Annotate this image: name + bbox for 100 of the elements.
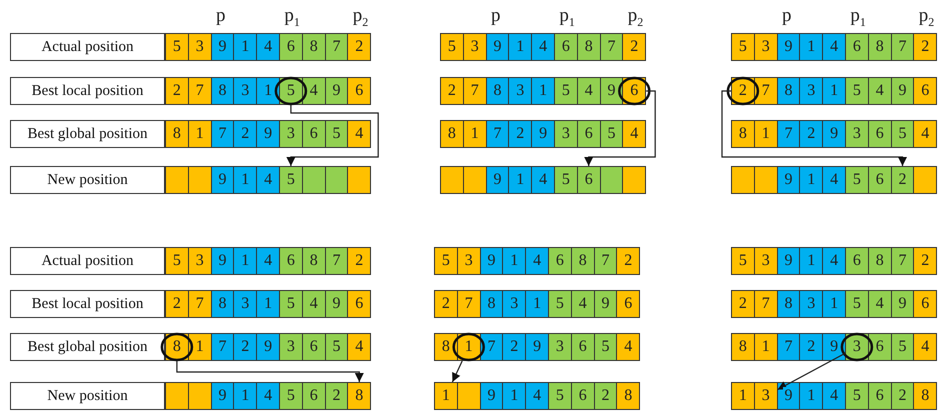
gene-cell: 1 xyxy=(822,77,846,105)
empty-gene-cell xyxy=(188,382,212,410)
row-label: Best global position xyxy=(10,333,165,361)
arrow xyxy=(777,352,846,390)
gene-cell: 5 xyxy=(594,333,618,361)
gene-cell: 7 xyxy=(210,120,234,148)
gene-cell: 8 xyxy=(440,120,464,148)
gene-cell: 2 xyxy=(890,382,914,410)
gene-cell: 8 xyxy=(210,290,234,318)
gene-cell: 8 xyxy=(731,120,755,148)
gene-cell: 6 xyxy=(868,166,892,194)
gene-cell: 2 xyxy=(165,290,189,318)
row-label: Best global position xyxy=(10,120,165,148)
gene-cell: 2 xyxy=(890,166,914,194)
gene-cell: 1 xyxy=(799,382,824,410)
gene-cell: 1 xyxy=(188,120,212,148)
arrow xyxy=(286,105,379,166)
row-label: New position xyxy=(10,166,165,194)
gene-cell: 4 xyxy=(256,166,280,194)
gene-cell: 1 xyxy=(233,166,258,194)
gene-cell: 4 xyxy=(531,33,555,61)
gene-cell: 6 xyxy=(347,290,372,318)
gene-cell: 4 xyxy=(302,290,326,318)
gene-cell: 6 xyxy=(913,77,938,105)
gene-cell: 1 xyxy=(754,333,778,361)
gene-cell: 2 xyxy=(502,333,526,361)
gene-cell: 1 xyxy=(731,382,755,410)
gene-cell: 9 xyxy=(256,333,280,361)
gene-cell: 2 xyxy=(913,247,938,275)
gene-cell: 5 xyxy=(548,290,572,318)
gene-cell: 2 xyxy=(508,120,532,148)
empty-gene-cell xyxy=(456,382,481,410)
empty-gene-cell xyxy=(440,166,464,194)
gene-cell: 8 xyxy=(480,290,504,318)
gene-cell: 5 xyxy=(845,77,869,105)
gene-cell: 6 xyxy=(913,290,938,318)
gene-cell: 3 xyxy=(799,77,824,105)
gene-cell: 7 xyxy=(754,290,778,318)
gene-cell: 3 xyxy=(456,247,481,275)
row-label: New position xyxy=(10,382,165,410)
gene-cell: 3 xyxy=(845,120,869,148)
gene-cell: 9 xyxy=(324,77,348,105)
gene-cell: 2 xyxy=(622,33,646,61)
gene-cell: 6 xyxy=(576,166,601,194)
empty-gene-cell xyxy=(165,382,189,410)
gene-cell: 9 xyxy=(822,120,846,148)
gene-cell: 6 xyxy=(548,247,572,275)
gene-cell: 9 xyxy=(890,290,914,318)
gene-cell: 6 xyxy=(845,247,869,275)
gene-cell: 1 xyxy=(531,77,555,105)
gene-cell: 8 xyxy=(210,77,234,105)
gene-cell: 3 xyxy=(279,333,303,361)
gene-cell: 7 xyxy=(210,333,234,361)
arrow xyxy=(584,90,656,166)
gene-cell: 1 xyxy=(799,166,824,194)
gene-cell: 3 xyxy=(754,33,778,61)
gene-cell: 8 xyxy=(776,77,800,105)
gene-cell: 2 xyxy=(233,333,258,361)
gene-cell: 7 xyxy=(486,120,510,148)
gene-cell: 9 xyxy=(480,247,504,275)
gene-cell: 7 xyxy=(890,33,914,61)
gene-cell: 2 xyxy=(616,247,640,275)
gene-cell: 3 xyxy=(754,382,778,410)
gene-cell: 8 xyxy=(576,33,601,61)
gene-cell: 1 xyxy=(233,247,258,275)
gene-cell: 3 xyxy=(462,33,487,61)
gene-cell: 4 xyxy=(525,382,549,410)
gene-cell: 5 xyxy=(890,120,914,148)
gene-cell: 1 xyxy=(462,120,487,148)
position-marker-label: p xyxy=(782,6,792,25)
gene-cell: 2 xyxy=(913,33,938,61)
gene-cell: 7 xyxy=(594,247,618,275)
gene-cell: 3 xyxy=(508,77,532,105)
gene-cell: 7 xyxy=(324,33,348,61)
gene-cell: 5 xyxy=(324,120,348,148)
gene-cell: 4 xyxy=(822,166,846,194)
gene-cell: 9 xyxy=(776,247,800,275)
gene-cell: 5 xyxy=(600,120,624,148)
gene-cell: 4 xyxy=(822,247,846,275)
gene-cell: 5 xyxy=(165,33,189,61)
empty-gene-cell xyxy=(754,166,778,194)
gene-cell: 4 xyxy=(913,120,938,148)
gene-cell: 5 xyxy=(731,247,755,275)
gene-cell: 8 xyxy=(868,33,892,61)
gene-cell: 7 xyxy=(188,290,212,318)
gene-cell: 2 xyxy=(731,290,755,318)
row-label: Actual position xyxy=(10,33,165,61)
gene-cell: 4 xyxy=(347,333,372,361)
arrow xyxy=(721,90,907,166)
gene-cell: 3 xyxy=(799,290,824,318)
gene-cell: 7 xyxy=(890,247,914,275)
gene-cell: 5 xyxy=(845,382,869,410)
gene-cell: 3 xyxy=(279,120,303,148)
empty-gene-cell xyxy=(462,166,487,194)
gene-cell: 5 xyxy=(554,166,578,194)
gene-cell: 5 xyxy=(731,33,755,61)
gene-cell: 1 xyxy=(754,120,778,148)
gene-cell: 9 xyxy=(486,166,510,194)
arrow xyxy=(452,360,463,382)
gene-cell: 5 xyxy=(279,382,303,410)
